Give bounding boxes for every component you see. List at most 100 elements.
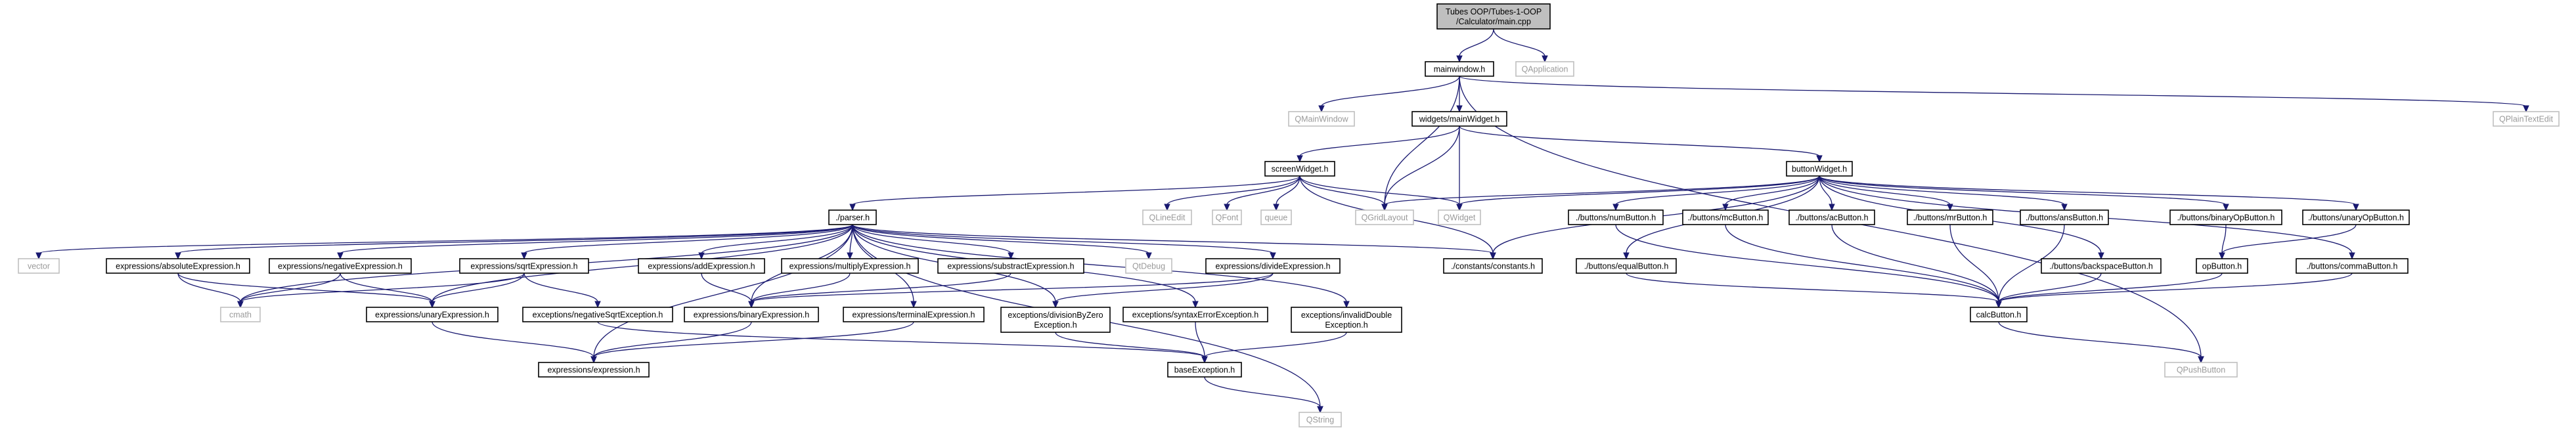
- arrowhead-parser-to-addexpr: [698, 252, 705, 260]
- edge-numbutton-to-calcbutton: [1615, 224, 1999, 303]
- node-opbutton[interactable]: opButton.h: [2196, 258, 2248, 274]
- arrowhead-parser-to-mulexpr: [847, 252, 853, 260]
- node-box-divexpr: [1205, 258, 1341, 274]
- node-absexpr[interactable]: expressions/absoluteExpression.h: [106, 258, 250, 274]
- node-label-mainwindow: mainwindow.h: [1434, 65, 1486, 74]
- node-mcbutton[interactable]: ./buttons/mcButton.h: [1682, 209, 1769, 225]
- node-label-ansbutton: ./buttons/ansButton.h: [2026, 213, 2103, 223]
- node-box-commabutton: [2296, 258, 2409, 274]
- node-commabutton[interactable]: ./buttons/commaButton.h: [2296, 258, 2409, 274]
- arrowhead-buttonwidget-to-ansbutton: [2061, 204, 2068, 211]
- edge-unaryopbutton-to-opbutton: [2221, 224, 2357, 254]
- edge-negsqrtexc-to-baseexc: [597, 321, 1205, 358]
- arrowhead-parser-to-negexpr: [337, 252, 344, 260]
- edge-divexpr-to-divzeroexc: [1055, 272, 1274, 303]
- edge-parser-to-invdoubleexc: [852, 224, 1347, 303]
- node-box-qstring: [1299, 412, 1342, 427]
- node-label-mcbutton: ./buttons/mcButton.h: [1688, 213, 1764, 223]
- node-label-constants: ./constants/constants.h: [1451, 262, 1535, 271]
- edge-mainwidget-to-qgridlayout: [1384, 125, 1460, 206]
- edge-screenwidget-to-qfont: [1226, 175, 1300, 206]
- edge-mainwindow-to-qmainwindow: [1321, 76, 1460, 107]
- node-constants[interactable]: ./constants/constants.h: [1443, 258, 1543, 274]
- arrowhead-buttonwidget-to-backspacebutton: [2098, 252, 2104, 260]
- node-label-expression: expressions/expression.h: [547, 366, 640, 375]
- node-label-binaryopbutton: ./buttons/binaryOpButton.h: [2177, 213, 2275, 223]
- edge-binaryopbutton-to-opbutton: [2221, 224, 2227, 254]
- node-addexpr[interactable]: expressions/addExpression.h: [638, 258, 765, 274]
- node-binaryexpr[interactable]: expressions/binaryExpression.h: [684, 307, 819, 322]
- node-ansbutton[interactable]: ./buttons/ansButton.h: [2020, 209, 2109, 225]
- node-numbutton[interactable]: ./buttons/numButton.h: [1568, 209, 1664, 225]
- node-backspacebutton[interactable]: ./buttons/backspaceButton.h: [2041, 258, 2162, 274]
- node-box-binaryexpr: [684, 307, 819, 322]
- node-binaryopbutton[interactable]: ./buttons/binaryOpButton.h: [2169, 209, 2282, 225]
- node-unaryexpr[interactable]: expressions/unaryExpression.h: [366, 307, 499, 322]
- arrowhead-divexpr-to-binaryexpr: [748, 301, 755, 309]
- node-expression[interactable]: expressions/expression.h: [538, 362, 650, 378]
- node-box-qgridlayout: [1355, 209, 1414, 225]
- node-label-mainwidget: widgets/mainWidget.h: [1419, 115, 1499, 124]
- node-label-qmainwindow: QMainWindow: [1295, 115, 1348, 124]
- edge-equalbutton-to-calcbutton: [1626, 272, 1999, 303]
- node-box-invdoubleexc: [1291, 307, 1402, 333]
- edge-baseexc-to-qstring: [1204, 376, 1321, 408]
- edge-absexpr-to-cmath: [177, 272, 241, 303]
- edge-buttonwidget-to-qwidget: [1459, 175, 1820, 206]
- node-termexpr[interactable]: expressions/terminalExpression.h: [843, 307, 985, 322]
- arrowhead-baseexc-to-qstring: [1317, 406, 1323, 414]
- node-box-qplaintextedit: [2493, 111, 2560, 127]
- node-box-cmath: [220, 307, 261, 322]
- edge-invdoubleexc-to-baseexc: [1204, 332, 1347, 358]
- node-mrbutton[interactable]: ./buttons/mrButton.h: [1907, 209, 1993, 225]
- node-calcbutton[interactable]: calcButton.h: [1970, 307, 2028, 322]
- node-acbutton[interactable]: ./buttons/acButton.h: [1788, 209, 1875, 225]
- nodes-layer: Tubes OOP/Tubes-1-OOP/Calculator/main.cp…: [18, 3, 2560, 427]
- edge-buttonwidget-to-ansbutton: [1819, 175, 2065, 206]
- arrowhead-mainwindow-to-mainwidget: [1456, 105, 1463, 113]
- edge-parser-to-qdebug: [852, 224, 1149, 254]
- node-sqrtexpr[interactable]: expressions/sqrtExpression.h: [459, 258, 589, 274]
- node-subexpr[interactable]: expressions/substractExpression.h: [937, 258, 1084, 274]
- arrowhead-mainwindow-to-qmainwindow: [1318, 105, 1325, 113]
- node-label-negexpr: expressions/negativeExpression.h: [278, 262, 403, 271]
- node-label-calcbutton: calcButton.h: [1976, 311, 2022, 320]
- node-mainwindow[interactable]: mainwindow.h: [1425, 61, 1494, 77]
- node-divexpr[interactable]: expressions/divideExpression.h: [1205, 258, 1341, 274]
- node-label-divzeroexc: Exception.h: [1034, 320, 1077, 330]
- arrowhead-sqrtexpr-to-negsqrtexc: [594, 301, 601, 309]
- node-negsqrtexc[interactable]: exceptions/negativeSqrtException.h: [522, 307, 673, 322]
- node-label-binaryexpr: expressions/binaryExpression.h: [694, 311, 810, 320]
- node-box-qpushbutton: [2164, 362, 2238, 378]
- node-baseexc[interactable]: baseException.h: [1167, 362, 1242, 378]
- node-unaryopbutton[interactable]: ./buttons/unaryOpButton.h: [2302, 209, 2410, 225]
- node-mulexpr[interactable]: expressions/multiplyExpression.h: [781, 258, 919, 274]
- node-box-parser: [828, 209, 877, 225]
- node-box-qfont: [1212, 209, 1242, 225]
- edge-parser-to-sqrtexpr: [523, 224, 853, 254]
- node-screenwidget[interactable]: screenWidget.h: [1264, 161, 1335, 177]
- edge-parser-to-vector: [38, 224, 853, 254]
- edge-root-to-qapplication: [1493, 28, 1545, 57]
- node-box-queue: [1260, 209, 1292, 225]
- node-negexpr[interactable]: expressions/negativeExpression.h: [269, 258, 412, 274]
- node-box-sqrtexpr: [459, 258, 589, 274]
- node-buttonwidget[interactable]: buttonWidget.h: [1786, 161, 1853, 177]
- edge-parser-to-negexpr: [340, 224, 853, 254]
- node-syntaxexc[interactable]: exceptions/syntaxErrorException.h: [1122, 307, 1268, 322]
- node-box-backspacebutton: [2041, 258, 2162, 274]
- edge-divzeroexc-to-baseexc: [1055, 332, 1205, 358]
- edge-ansbutton-to-calcbutton: [1998, 224, 2065, 303]
- node-box-opbutton: [2196, 258, 2248, 274]
- node-parser[interactable]: ./parser.h: [828, 209, 877, 225]
- node-mainwidget[interactable]: widgets/mainWidget.h: [1411, 111, 1507, 127]
- arrowhead-screenwidget-to-qlineedit: [1164, 204, 1170, 211]
- node-label-qdebug: QtDebug: [1132, 262, 1165, 271]
- edge-termexpr-to-expression: [593, 321, 914, 358]
- arrowhead-parser-to-subexpr: [1008, 252, 1014, 260]
- arrowhead-parser-to-invdoubleexc: [1343, 301, 1350, 309]
- node-equalbutton[interactable]: ./buttons/equalButton.h: [1576, 258, 1677, 274]
